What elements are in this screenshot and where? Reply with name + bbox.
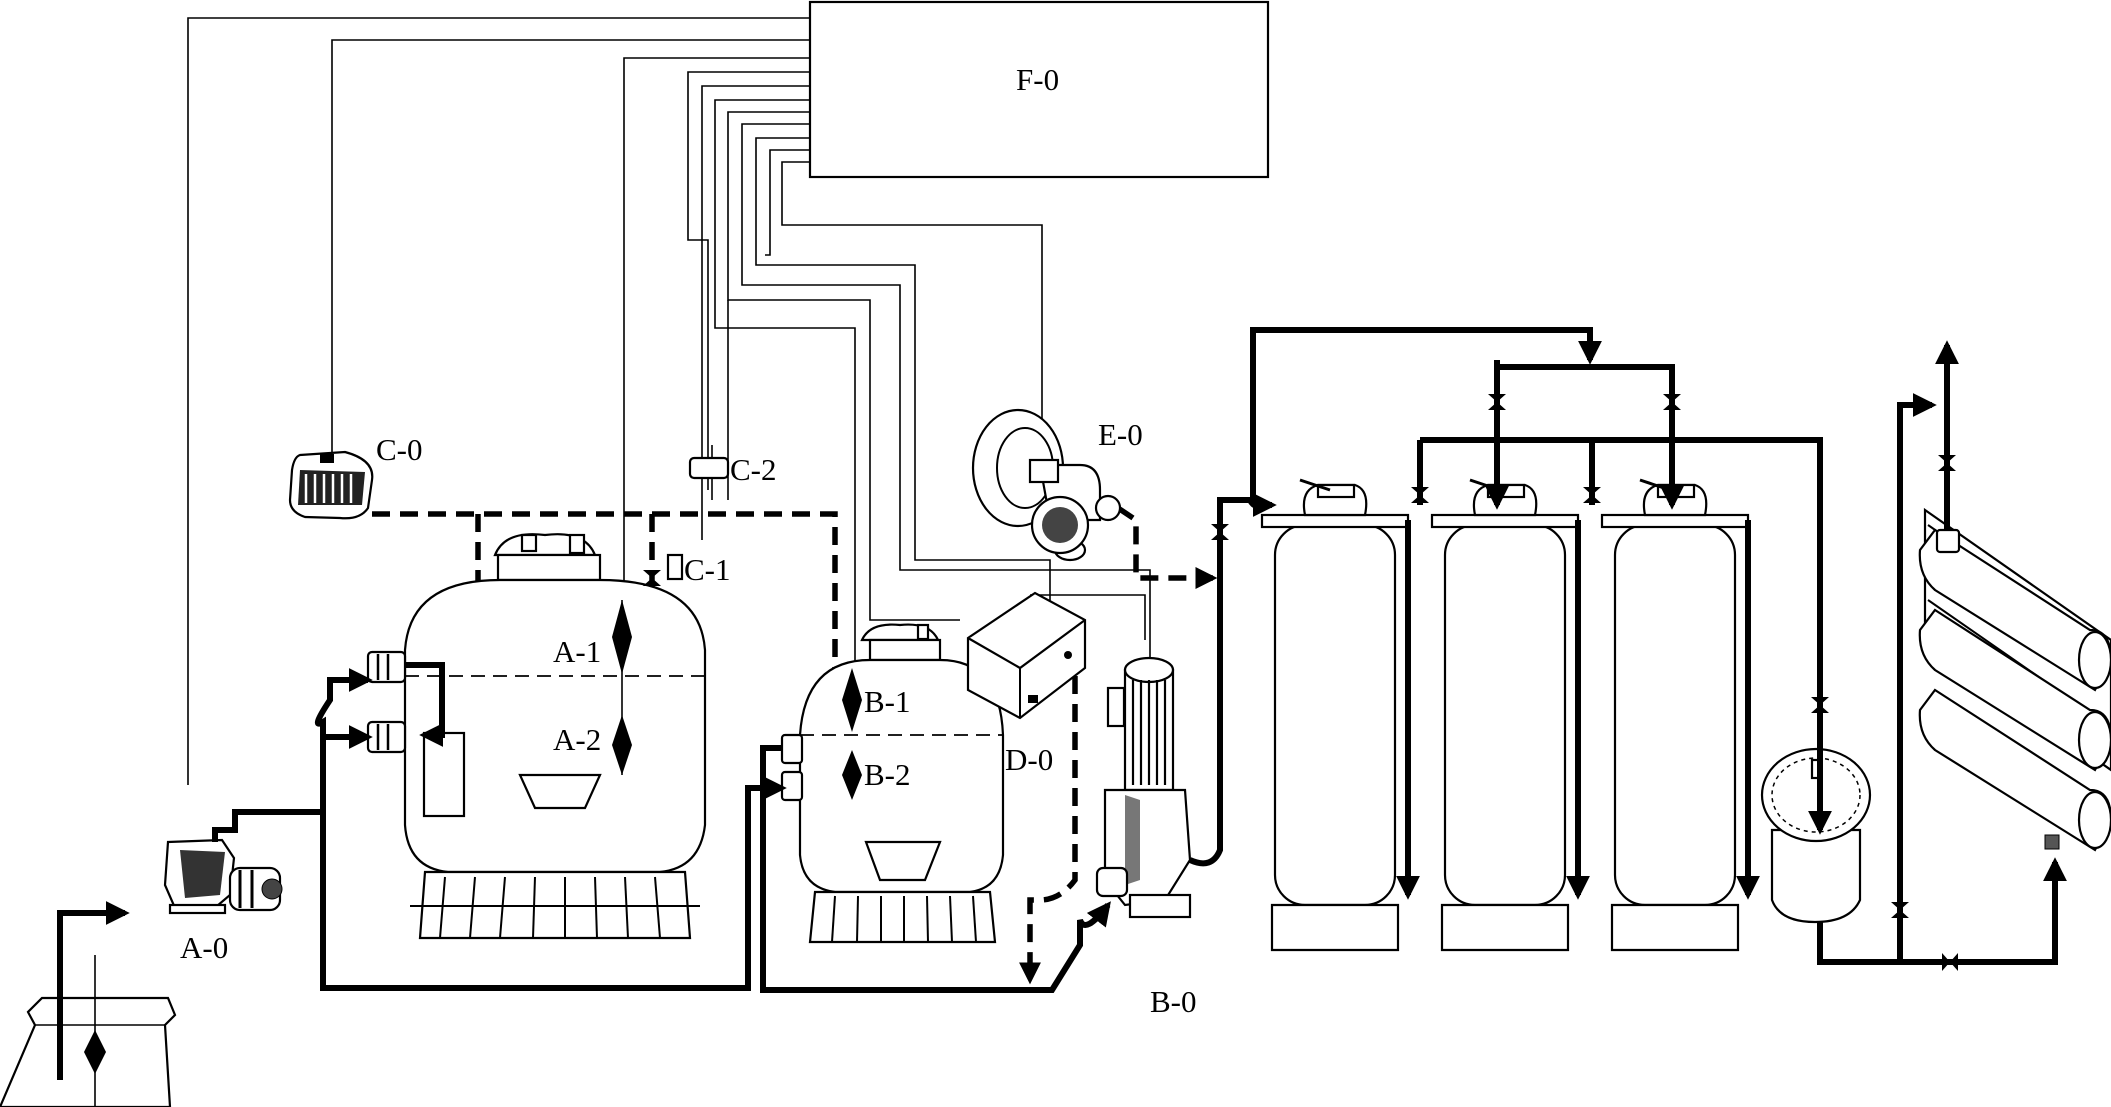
generator-label: D-0	[1005, 742, 1053, 777]
valve-c1-label: C-1	[684, 552, 731, 587]
cartridge-filter	[1760, 747, 1872, 924]
feed-pump-label: A-0	[180, 930, 228, 965]
controller-f0: F-0	[808, 0, 1270, 179]
sensor-b2-label: B-2	[864, 757, 911, 792]
valve-c2-label: C-2	[730, 452, 777, 487]
sand-filter-b: B-1 B-2	[780, 623, 1005, 944]
air-blower-c0: C-0	[288, 432, 423, 520]
feed-tank	[0, 955, 177, 1107]
sensor-a2-label: A-2	[553, 722, 601, 757]
sensor-b1-label: B-1	[864, 684, 911, 719]
generator-d0: D-0	[966, 591, 1087, 777]
fan-e0: E-0	[971, 408, 1143, 562]
vessel-3	[1600, 478, 1750, 952]
fan-label: E-0	[1098, 417, 1143, 452]
sensor-a1-label: A-1	[553, 634, 601, 669]
vessel-1	[1260, 478, 1410, 952]
vessel-2	[1430, 478, 1580, 952]
booster-pump-label: B-0	[1150, 984, 1197, 1019]
valve-c2: C-2	[688, 452, 777, 487]
booster-pump-b0: B-0	[1095, 656, 1197, 1019]
feed-pump-a0: A-0	[163, 838, 283, 965]
signal-wires	[187, 17, 1151, 820]
air-blower-label: C-0	[376, 432, 423, 467]
controller-label: F-0	[1016, 62, 1059, 97]
ro-membrane-rack	[1918, 507, 2111, 852]
sand-filter-a: A-1 A-2	[366, 533, 707, 940]
valve-c1: C-1	[666, 552, 731, 587]
softener-vessels	[1260, 478, 1750, 952]
